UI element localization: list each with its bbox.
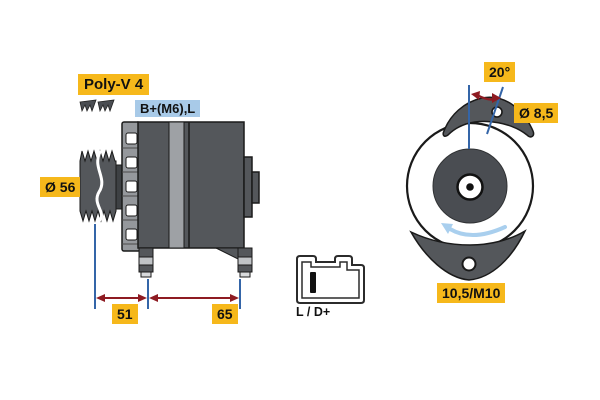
bottom-lug-hole — [461, 256, 477, 272]
connector-inner-wall — [301, 261, 360, 299]
dimension-51-arrow — [96, 294, 147, 302]
terminals-label: B+(M6),L — [135, 100, 201, 117]
rear-mounting-foot — [237, 247, 253, 278]
alternator-front-view — [405, 85, 535, 281]
rotation-direction-arrow-icon — [441, 223, 507, 237]
connector-terminal-pin — [310, 272, 316, 293]
belt-profile-icon — [79, 99, 115, 113]
housing-light-band — [168, 121, 185, 249]
dimension-51-label: 51 — [112, 304, 138, 324]
dimension-65-arrow — [149, 294, 239, 302]
dimension-lines — [94, 224, 241, 309]
belt-type-label: Poly-V 4 — [78, 74, 150, 95]
bottom-mounting-lug — [409, 229, 527, 281]
housing-body — [137, 121, 245, 249]
shaft-center-dot — [466, 183, 474, 191]
connector-outline — [296, 255, 365, 304]
bottom-hole-label: 10,5/M10 — [437, 283, 506, 303]
connector-pinout-label: L / D+ — [296, 305, 331, 319]
bracket-angle-label: 20° — [484, 62, 516, 82]
front-mounting-foot — [138, 247, 154, 278]
alternator-side-view — [79, 99, 260, 278]
angle-arrow — [471, 91, 501, 103]
terminal-stud — [251, 171, 260, 204]
fin-divider-lines — [122, 147, 140, 245]
dimension-65-label: 65 — [212, 304, 238, 324]
ear-hole-label: Ø 8,5 — [514, 103, 559, 123]
connector-symbol — [296, 255, 365, 304]
pulley-diameter-label: Ø 56 — [40, 177, 81, 197]
ventilation-slots — [125, 132, 138, 241]
pulley-break-line — [95, 150, 104, 222]
angle-construction-lines — [468, 85, 504, 149]
terminal-block — [243, 156, 253, 218]
